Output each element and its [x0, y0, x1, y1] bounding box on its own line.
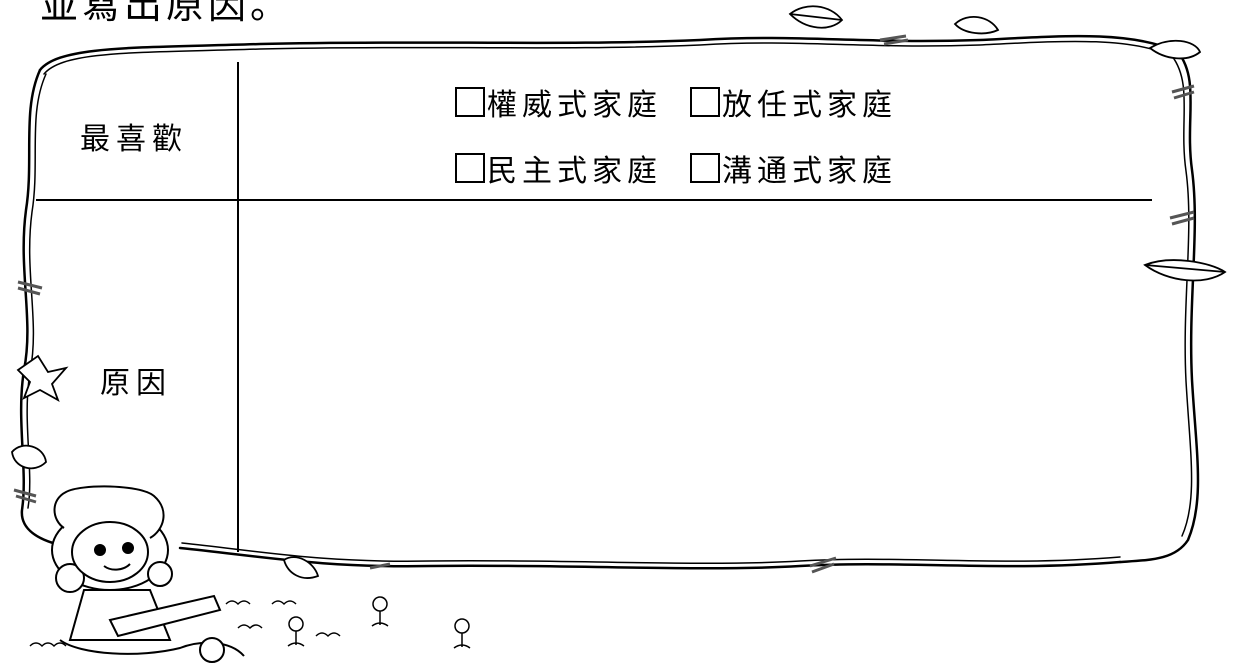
option-permissive[interactable]: 放任式家庭 [690, 80, 897, 124]
checkbox-communicative[interactable] [690, 153, 720, 183]
row-label-favorite: 最喜歡 [80, 122, 188, 157]
option-row-1: 權威式家庭 放任式家庭 [455, 80, 897, 124]
vine-border [19, 34, 1200, 570]
option-label: 溝通式家庭 [722, 154, 897, 189]
table-lines [36, 62, 1152, 552]
leaf-hatching [13, 34, 1195, 574]
row-label-reason: 原因 [100, 366, 172, 401]
girl-illustration [51, 485, 245, 663]
checkbox-permissive[interactable] [690, 87, 720, 117]
option-communicative[interactable]: 溝通式家庭 [690, 146, 897, 190]
leaf-decorations [11, 5, 1227, 579]
option-label: 權威式家庭 [487, 88, 662, 123]
checkbox-democratic[interactable] [455, 153, 485, 183]
option-democratic[interactable]: 民主式家庭 [455, 146, 662, 190]
page-heading: 並寫出原因。 [40, 0, 293, 27]
option-authoritative[interactable]: 權威式家庭 [455, 80, 662, 124]
checkbox-authoritative[interactable] [455, 87, 485, 117]
option-label: 民主式家庭 [487, 154, 662, 189]
reason-answer-area[interactable] [250, 210, 1140, 540]
option-row-2: 民主式家庭 溝通式家庭 [455, 146, 897, 190]
grass-flowers [29, 596, 471, 649]
option-label: 放任式家庭 [722, 88, 897, 123]
